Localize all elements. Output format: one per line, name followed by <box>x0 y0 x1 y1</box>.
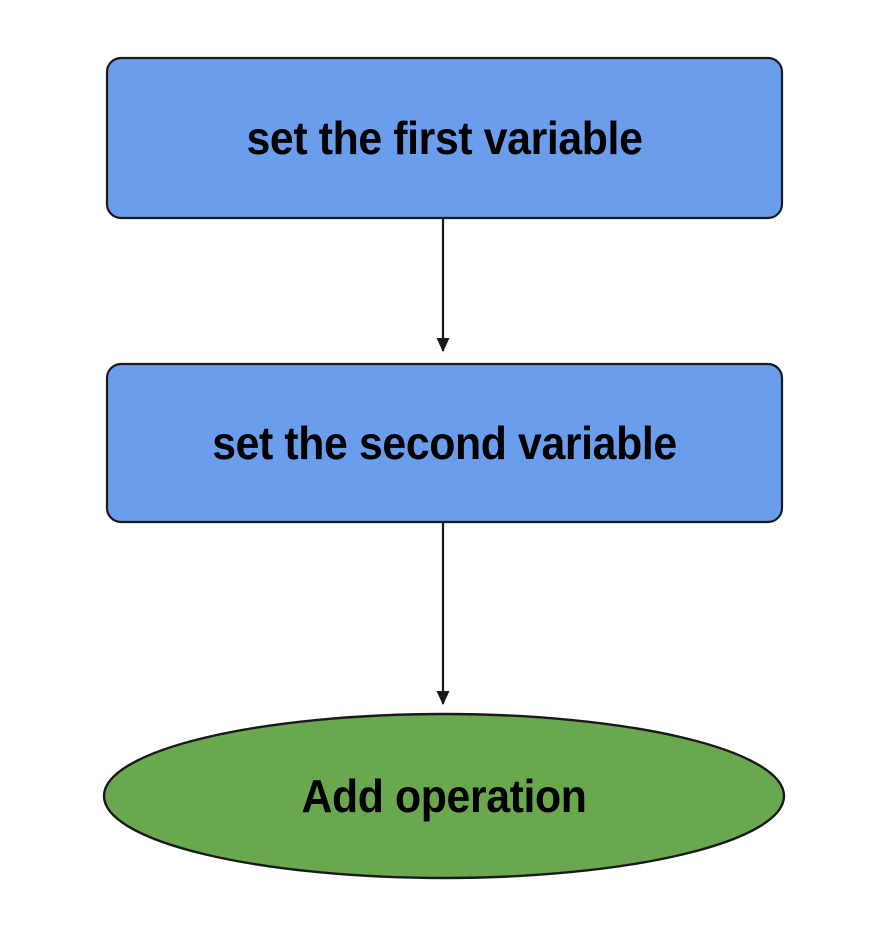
node-process-2[interactable] <box>107 364 782 522</box>
edge-1-hit-area[interactable] <box>425 218 463 364</box>
node-terminator-shape[interactable] <box>102 712 786 880</box>
node-process-2-shape[interactable] <box>105 362 784 524</box>
node-terminator[interactable] <box>104 714 784 878</box>
node-process-1[interactable] <box>107 58 782 218</box>
node-process-1-shape[interactable] <box>105 56 784 220</box>
edge-2-hit-area[interactable] <box>425 522 463 716</box>
